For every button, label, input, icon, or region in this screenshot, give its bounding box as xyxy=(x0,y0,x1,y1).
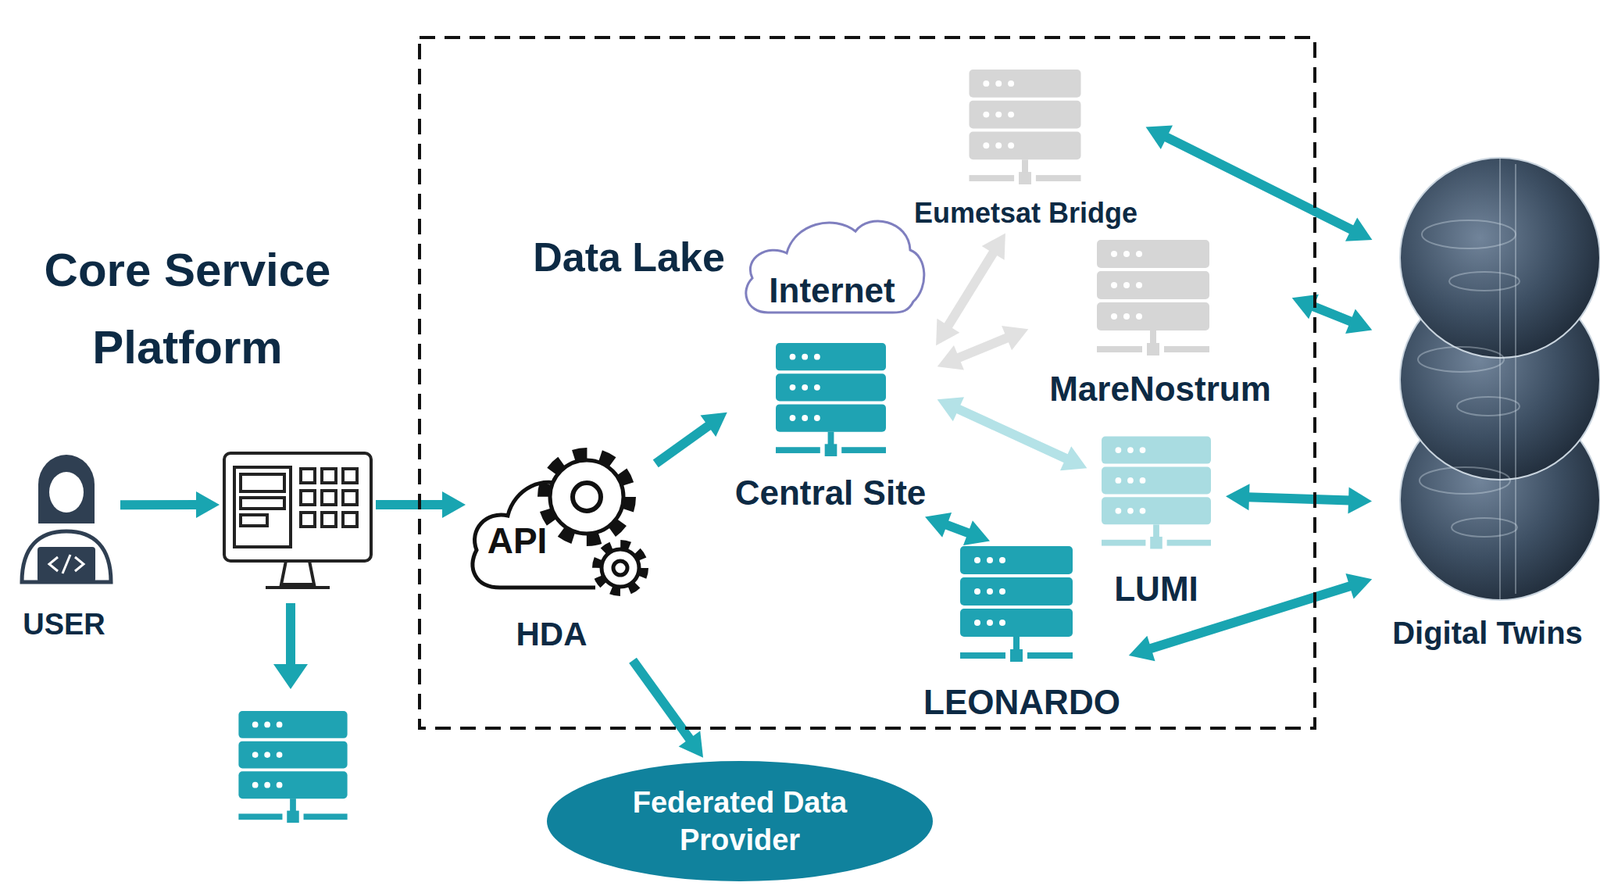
node-label: Central Site xyxy=(735,473,927,514)
storage-server xyxy=(238,710,347,823)
data-lake-region: Data LakeAPI HDA Internet Eumetsat BridgeCe… xyxy=(417,35,1317,730)
twins-node: Digital Twins xyxy=(1375,156,1600,657)
icon-label: API xyxy=(487,520,548,562)
arrow-head xyxy=(1345,309,1372,335)
arrow-head xyxy=(442,491,466,518)
connector-arrow xyxy=(632,660,704,758)
arrow-head xyxy=(700,412,727,437)
arrow-head xyxy=(925,512,952,538)
connector-line xyxy=(655,425,710,464)
ellipse-outline xyxy=(546,760,934,883)
node-label: USER xyxy=(22,607,106,643)
connector-arrow xyxy=(120,491,220,518)
platform-node: Core Service Platform xyxy=(222,451,373,590)
server-node: Central Site xyxy=(729,337,935,516)
connector-line xyxy=(120,500,198,510)
api-icon xyxy=(472,453,644,592)
connector-line xyxy=(1247,496,1350,500)
arrow-head xyxy=(1345,217,1372,241)
connector-line xyxy=(945,524,970,533)
internet-cloud: Internet xyxy=(736,209,929,317)
monitor-icon xyxy=(224,453,372,588)
connector-arrow xyxy=(1225,483,1372,514)
node-label: Core Service Platform xyxy=(15,231,360,386)
arrow-head xyxy=(963,520,990,546)
connector-arrow xyxy=(925,512,990,546)
user-node: USER xyxy=(15,453,118,645)
arrow-head xyxy=(196,491,220,518)
node-label: Internet xyxy=(768,271,895,311)
arrow-head xyxy=(982,232,1006,260)
arrow-head xyxy=(1225,483,1250,511)
connector-line xyxy=(1312,306,1353,322)
arrow-head xyxy=(1060,446,1087,471)
server-node: Eumetsat Bridge xyxy=(908,66,1143,231)
arrow-head xyxy=(1345,573,1372,599)
server-node: LEONARDO xyxy=(917,542,1126,724)
connector-line xyxy=(957,337,1009,359)
connector-line xyxy=(375,500,444,510)
connector-arrow xyxy=(655,412,727,464)
connector-line xyxy=(947,251,994,327)
connector-arrow xyxy=(1292,294,1373,334)
server-icon xyxy=(1101,436,1211,550)
node-label: HDA xyxy=(516,615,588,654)
arrow-head xyxy=(678,730,704,758)
globe-stack xyxy=(1400,157,1600,600)
node-label: MareNostrum xyxy=(1049,369,1272,410)
hda-node: API HDA xyxy=(468,439,654,658)
node-label: LEONARDO xyxy=(923,682,1121,723)
node-label: LUMI xyxy=(1114,569,1199,610)
connector-arrow xyxy=(1146,125,1373,242)
server-icon xyxy=(960,546,1073,662)
provider-ellipse: Federated Data Provider xyxy=(546,760,934,883)
connector-arrow xyxy=(937,396,1088,471)
node-label: Data Lake xyxy=(532,234,725,282)
server-icon xyxy=(775,342,886,457)
arrow-head xyxy=(1146,125,1173,150)
server-icon xyxy=(1096,239,1210,356)
arrow-head xyxy=(1001,325,1029,350)
arrow-head xyxy=(1128,635,1156,661)
node-label: Federated Data Provider xyxy=(610,783,869,859)
arrow-head xyxy=(935,318,960,346)
connector-arrow xyxy=(935,232,1006,346)
connector-arrow xyxy=(937,325,1029,371)
storage-arrow xyxy=(273,603,308,690)
arrow-head xyxy=(937,396,965,422)
server-node: LUMI xyxy=(1089,432,1223,611)
user-icon xyxy=(21,454,111,583)
node-label: Eumetsat Bridge xyxy=(914,196,1138,229)
connector-line xyxy=(957,408,1068,460)
arrow-head xyxy=(937,345,965,370)
connector-line xyxy=(1165,136,1354,231)
node-label: Digital Twins xyxy=(1392,614,1583,651)
server-icon xyxy=(968,69,1081,185)
arrow-head xyxy=(1347,486,1372,514)
server-node: MareNostrum xyxy=(1031,235,1290,410)
